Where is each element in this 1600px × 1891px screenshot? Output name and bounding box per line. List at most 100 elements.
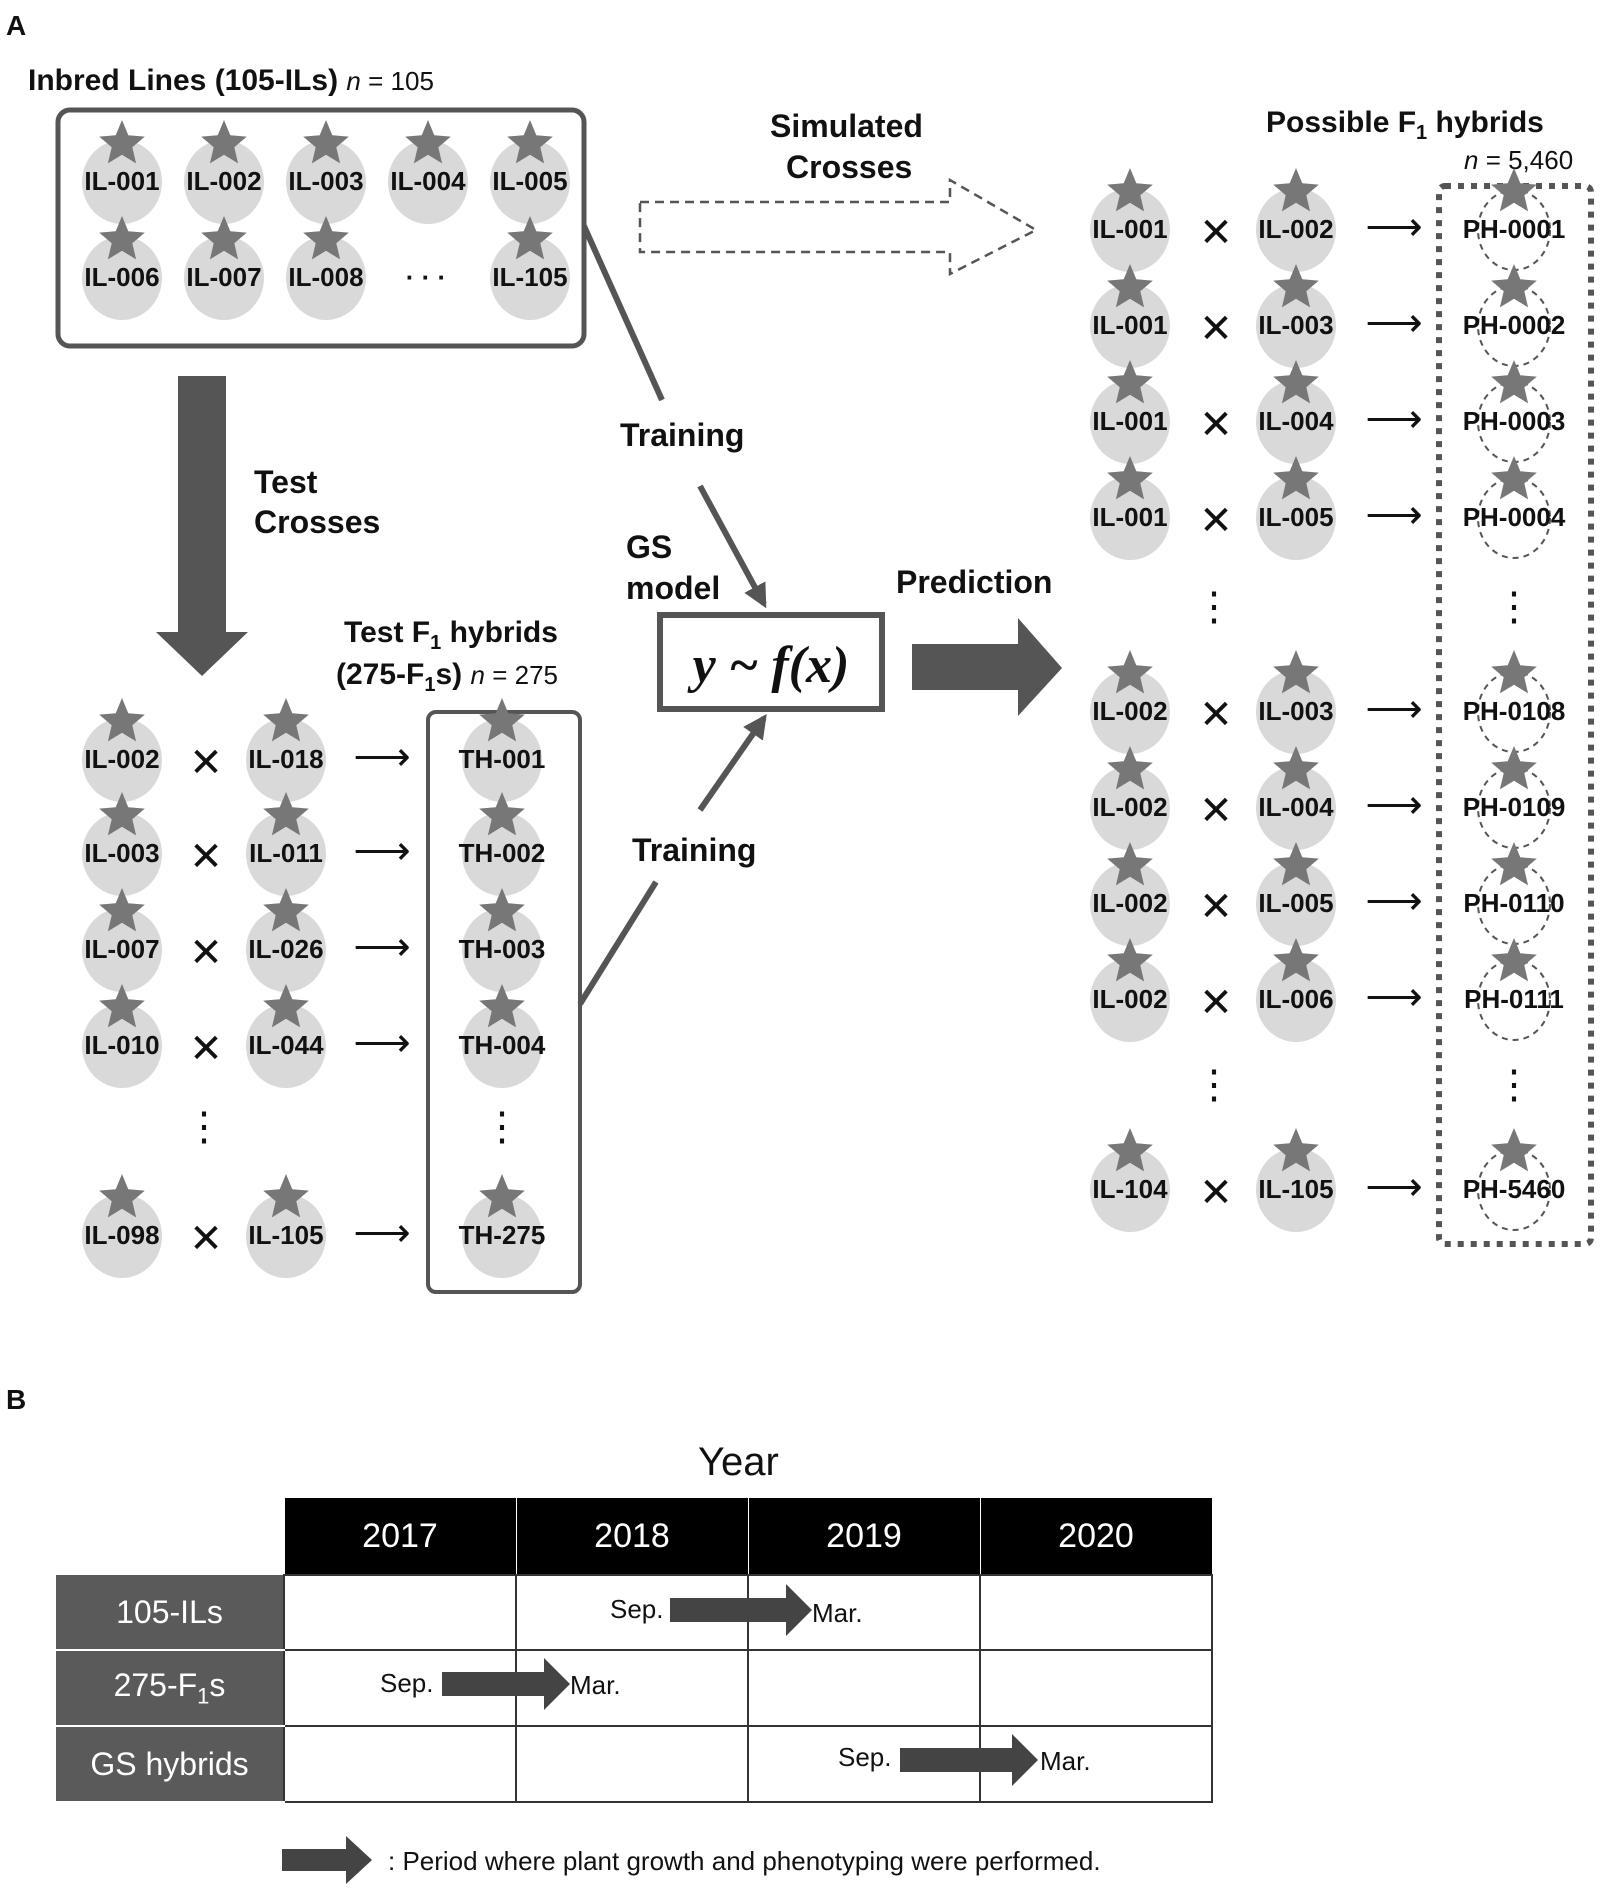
line-label: IL-001	[1092, 502, 1167, 532]
line-label: IL-011	[249, 838, 323, 868]
star-icon	[263, 1174, 309, 1218]
line-label: IL-002	[1258, 214, 1333, 244]
vertical-ellipsis: ⋮	[482, 1105, 522, 1149]
test-f1-n-value: = 275	[484, 660, 558, 690]
tomato-icon	[1090, 938, 1170, 1042]
line-label: IL-002	[186, 166, 261, 196]
tomato-icon	[82, 984, 162, 1088]
arrow-symbol: ⟶	[1365, 975, 1422, 1019]
tomato-icon	[82, 698, 162, 802]
tomato-icon	[462, 1174, 542, 1278]
test-crosses-arrow	[156, 376, 248, 676]
gs-model-box: y ~ f(x)	[657, 612, 885, 712]
star-icon	[1107, 842, 1153, 886]
tomato-icon	[1090, 650, 1170, 754]
tomato-icon	[184, 120, 264, 224]
simulated-crosses-label-2: Crosses	[786, 149, 913, 185]
star-icon	[1107, 1128, 1153, 1172]
star-icon	[1107, 264, 1153, 308]
star-icon	[479, 698, 525, 742]
star-icon	[99, 1174, 145, 1218]
year-header: 2019	[747, 1498, 980, 1575]
star-icon	[99, 792, 145, 836]
cross-symbol: ✕	[1199, 1171, 1233, 1215]
test-f1-n-label: n	[470, 660, 485, 690]
line-label: PH-0003	[1463, 406, 1566, 436]
tomato-icon	[388, 120, 468, 224]
row-label-sub: 1	[197, 1683, 210, 1709]
line-label: IL-098	[84, 1220, 159, 1250]
star-icon	[1491, 168, 1537, 212]
tomato-icon	[246, 984, 326, 1088]
star-icon	[479, 792, 525, 836]
arrow-symbol: ⟶	[353, 735, 410, 779]
line-label: IL-007	[84, 934, 159, 964]
star-icon	[1491, 360, 1537, 404]
star-icon	[1491, 264, 1537, 308]
tomato-icon	[1256, 360, 1336, 464]
star-icon	[1491, 746, 1537, 790]
cross-symbol: ✕	[1199, 789, 1233, 833]
timeline-cell	[515, 1574, 749, 1651]
star-icon	[1491, 938, 1537, 982]
possible-f1-title-sub: 1	[1416, 122, 1428, 144]
year-header: 2017	[283, 1498, 516, 1575]
timeline-cell	[283, 1574, 517, 1651]
cross-symbol: ✕	[1199, 499, 1233, 543]
line-label: IL-105	[248, 1220, 323, 1250]
tomato-icon	[1090, 360, 1170, 464]
star-icon	[1273, 1128, 1319, 1172]
inbred-lines-title: Inbred Lines (105-ILs) n = 105	[28, 66, 434, 96]
arrow-symbol: ⟶	[1365, 397, 1422, 441]
legend-arrow	[282, 1836, 372, 1884]
tomato-icon	[490, 216, 570, 320]
tomato-icon	[1256, 456, 1336, 560]
line-label: IL-008	[288, 262, 363, 292]
possible-f1-title: Possible F1 hybrids	[1266, 108, 1544, 144]
training-line-bottom-b	[697, 714, 767, 812]
tomato-icon	[286, 216, 366, 320]
cross-symbol: ✕	[1199, 693, 1233, 737]
star-icon	[1107, 168, 1153, 212]
inbred-n-label: n	[346, 66, 361, 96]
tomato-icon	[462, 698, 542, 802]
star-icon	[1273, 264, 1319, 308]
line-label: TH-004	[459, 1030, 546, 1060]
cross-symbol: ✕	[189, 741, 223, 785]
tomato-icon	[82, 792, 162, 896]
test-f1-title: Test F1 hybrids	[344, 618, 558, 654]
star-icon	[1273, 842, 1319, 886]
line-label: IL-002	[1092, 696, 1167, 726]
timeline-row: 275-F1s	[56, 1649, 1213, 1727]
tomato-icon	[246, 1174, 326, 1278]
tomato-icon	[82, 120, 162, 224]
f1s-end-label: Mar.	[570, 1670, 621, 1700]
f1s-period-arrow	[442, 1658, 570, 1710]
vertical-ellipsis: ⋮	[1494, 1063, 1534, 1107]
training-line-top-b	[697, 484, 767, 609]
star-icon	[1107, 650, 1153, 694]
cross-symbol: ✕	[1199, 403, 1233, 447]
star-icon	[1491, 842, 1537, 886]
star-icon	[507, 216, 553, 260]
training-label-bottom: Training	[632, 832, 757, 868]
line-label: IL-006	[84, 262, 159, 292]
star-icon	[1273, 938, 1319, 982]
row-label: 105-ILs	[56, 1575, 284, 1651]
inbred-n-value: = 105	[360, 66, 434, 96]
year-header-row: 2017 2018 2019 2020	[56, 1498, 1212, 1575]
line-label: IL-005	[492, 166, 567, 196]
star-icon	[479, 984, 525, 1028]
line-label: IL-002	[84, 744, 159, 774]
star-icon	[263, 792, 309, 836]
star-icon	[99, 984, 145, 1028]
tomato-icon	[1256, 1128, 1336, 1232]
ils-end-label: Mar.	[812, 1598, 863, 1628]
line-label: IL-018	[248, 744, 323, 774]
line-label: IL-026	[248, 934, 323, 964]
gs-start-label: Sep.	[838, 1742, 892, 1772]
training-line-top-a	[581, 224, 665, 402]
star-icon	[201, 216, 247, 260]
star-icon	[1107, 938, 1153, 982]
vertical-ellipsis: ⋮	[1494, 585, 1534, 629]
